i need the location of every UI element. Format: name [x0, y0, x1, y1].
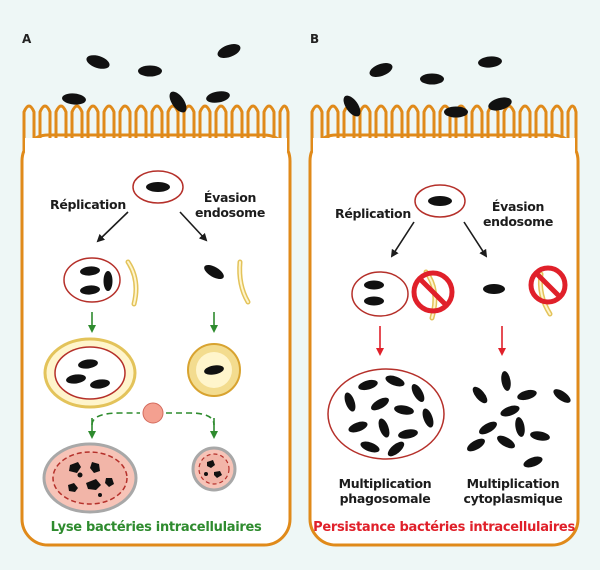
arrow-replication-b: [390, 221, 415, 258]
arrow-evasion-b: [463, 221, 488, 258]
panel-letter-b: B: [310, 32, 320, 46]
caption-b: Persistance bactéries intracellulaires: [313, 520, 575, 535]
replicative-vacuole-b: [351, 271, 409, 317]
label-replication-a: Réplication: [50, 197, 126, 212]
phagosomal-bacteria: [344, 375, 434, 457]
cytoplasmic-bacteria: [467, 371, 571, 468]
label-evasion-a-line1: Évasion: [203, 190, 257, 205]
caption-a: Lyse bactéries intracellulaires: [50, 520, 262, 535]
extracellular-bacteria-b: [343, 56, 512, 118]
label-evasion-a: Évasion endosome: [190, 190, 270, 220]
bacterium: [146, 182, 170, 192]
label-evasion-b-line2: endosome: [482, 214, 554, 229]
prohibited-icon: [528, 265, 568, 305]
panel-b: [308, 56, 580, 547]
label-mult-cytoplasmic-line2: cytoplasmique: [463, 491, 563, 506]
label-evasion-a-line2: endosome: [194, 205, 266, 220]
label-replication-b: Réplication: [335, 206, 411, 221]
lysosome-a: [142, 402, 164, 424]
panel-letter-a: A: [22, 32, 32, 46]
label-mult-cytoplasmic: Multiplication cytoplasmique: [458, 476, 568, 506]
panel-a: [20, 44, 292, 547]
label-mult-cytoplasmic-line1: Multiplication: [466, 476, 560, 491]
free-bacterium-a: [204, 265, 224, 279]
arrow-evasion-a: [179, 211, 208, 242]
free-bacterium-b: [483, 284, 505, 294]
label-mult-phagosomal-line1: Multiplication: [338, 476, 432, 491]
vacuole-bacteria: [80, 266, 113, 295]
cell-a-microvilli: [22, 104, 290, 150]
cell-a-body: [20, 133, 292, 547]
arrow-replication-a: [96, 211, 129, 243]
label-evasion-b: Évasion endosome: [478, 199, 558, 229]
prohibited-icon: [411, 270, 455, 314]
label-mult-phagosomal-line2: phagosomale: [339, 491, 431, 506]
extracellular-bacteria-a: [62, 44, 241, 113]
label-mult-phagosomal: Multiplication phagosomale: [330, 476, 440, 506]
label-evasion-b-line1: Évasion: [491, 199, 545, 214]
replicative-vacuole-a: [63, 257, 121, 303]
